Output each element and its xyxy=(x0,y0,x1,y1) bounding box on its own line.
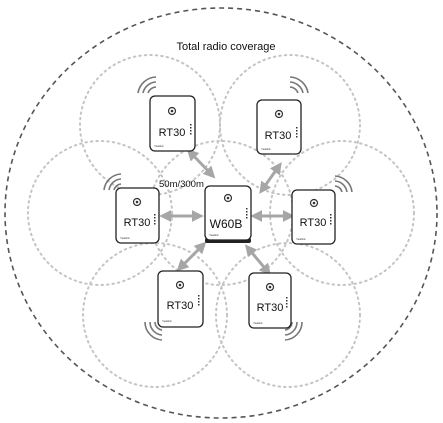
arrow-bottom-left xyxy=(176,241,207,272)
power-led-dot xyxy=(268,285,272,289)
status-dots xyxy=(190,124,192,135)
signal-waves-icon xyxy=(103,173,122,191)
arrow-top-right xyxy=(259,162,282,194)
diagram-title: Total radio coverage xyxy=(176,41,275,53)
arrow-top-left xyxy=(186,148,216,179)
power-led-icon xyxy=(309,198,319,208)
repeater-mid-right: RT30 Yealink xyxy=(291,175,353,245)
range-label: 50m/300m xyxy=(159,179,204,190)
power-led-dot xyxy=(312,201,316,205)
repeater-mid-left: RT30 Yealink xyxy=(103,173,160,244)
coverage-circle-top-right xyxy=(219,54,361,196)
status-dots xyxy=(198,295,200,306)
device-body xyxy=(256,99,302,155)
status-dots xyxy=(246,208,248,219)
link-arrows xyxy=(159,148,295,276)
device-brand: Yealink xyxy=(154,144,164,148)
device-model: RT30 xyxy=(124,217,151,229)
coverage-circle-bottom-left xyxy=(82,242,228,388)
status-dots xyxy=(296,127,298,138)
device-brand: Yealink xyxy=(209,233,219,237)
status-dots xyxy=(154,214,156,225)
power-led-icon xyxy=(175,280,185,290)
device-brand: Yealink xyxy=(162,319,172,323)
power-led-icon xyxy=(167,106,177,116)
signal-waves-icon xyxy=(144,321,163,341)
device-body xyxy=(204,185,252,241)
device-body xyxy=(248,272,292,329)
status-dots xyxy=(286,297,288,308)
device-body xyxy=(157,270,204,328)
base-station: W60B Yealink xyxy=(204,185,252,243)
power-led-icon xyxy=(274,109,284,119)
device-model: RT30 xyxy=(300,217,327,229)
outer-coverage-boundary xyxy=(4,7,438,419)
power-led-dot xyxy=(135,200,139,204)
device-model: RT30 xyxy=(167,300,194,312)
repeater-bottom-left: RT30 Yealink xyxy=(144,270,204,341)
power-led-dot xyxy=(277,112,281,116)
device-model: W60B xyxy=(210,217,243,231)
power-led-dot xyxy=(170,109,174,113)
device-model: RT30 xyxy=(265,130,292,142)
signal-waves-icon xyxy=(284,321,303,341)
device-body xyxy=(115,187,160,244)
device-brand: Yealink xyxy=(253,321,263,325)
status-dots xyxy=(330,214,332,225)
power-led-icon xyxy=(132,197,142,207)
device-brand: Yealink xyxy=(120,236,130,240)
repeater-top-right: RT30 Yealink xyxy=(256,76,309,155)
device-model: RT30 xyxy=(159,127,186,139)
power-led-icon xyxy=(265,282,275,292)
device-brand: Yealink xyxy=(296,237,306,241)
signal-waves-icon xyxy=(289,76,309,94)
repeater-top-left: RT30 Yealink xyxy=(137,76,196,152)
power-led-dot xyxy=(226,196,230,200)
power-led-dot xyxy=(178,283,182,287)
device-model: RT30 xyxy=(257,302,284,314)
device-body xyxy=(291,189,336,245)
device-brand: Yealink xyxy=(261,147,271,151)
power-led-icon xyxy=(223,193,233,203)
coverage-circle-bottom-right xyxy=(215,242,361,388)
signal-waves-icon xyxy=(334,175,353,193)
repeater-bottom-right: RT30 Yealink xyxy=(248,272,303,341)
device-body xyxy=(149,95,196,152)
signal-waves-icon xyxy=(137,76,157,94)
arrow-bottom-right xyxy=(244,244,272,276)
